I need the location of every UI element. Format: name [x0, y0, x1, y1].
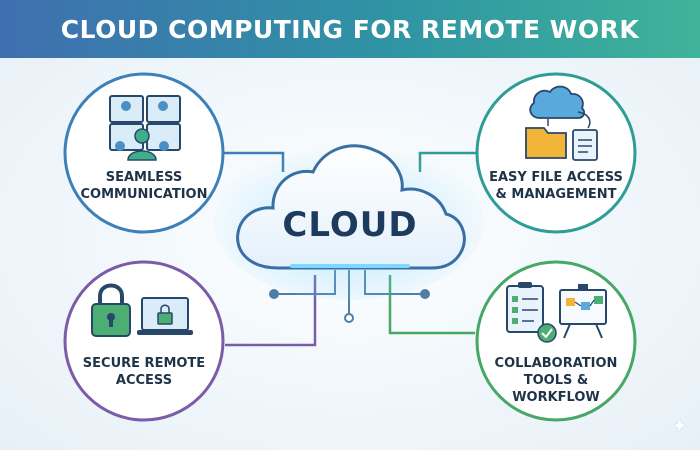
checklist-whiteboard-icon — [506, 282, 607, 343]
title-banner: CLOUD COMPUTING FOR REMOTE WORK — [0, 0, 700, 58]
label-communication-line1: SEAMLESS — [105, 170, 183, 185]
cloud-shape — [214, 144, 484, 300]
node-secure-access — [63, 260, 225, 422]
label-file-access-line1: EASY FILE ACCESS — [489, 170, 623, 185]
cloud-label: CLOUD — [282, 205, 418, 245]
label-secure-access-line2: ACCESS — [115, 373, 173, 388]
label-communication-line2: COMMUNICATION — [80, 187, 208, 202]
node-communication — [63, 72, 225, 234]
node-file-access — [475, 72, 637, 234]
label-communication: SEAMLESS COMMUNICATION — [74, 169, 214, 203]
label-collaboration-line2: TOOLS & WORKFLOW — [512, 373, 600, 405]
sparkle-icon: ✦ — [672, 416, 688, 437]
label-file-access: EASY FILE ACCESS & MANAGEMENT — [481, 169, 631, 203]
video-conference-icon — [109, 95, 181, 161]
label-collaboration-line1: COLLABORATION — [494, 356, 618, 371]
node-collaboration — [475, 260, 637, 422]
connector-secure-access — [225, 275, 317, 347]
label-secure-access-line1: SECURE REMOTE — [82, 356, 206, 371]
label-file-access-line2: & MANAGEMENT — [495, 187, 617, 202]
page-title: CLOUD COMPUTING FOR REMOTE WORK — [60, 14, 640, 44]
cloud-folder-icon — [525, 85, 598, 161]
padlock-laptop-icon — [91, 283, 193, 337]
label-collaboration: COLLABORATION TOOLS & WORKFLOW — [481, 355, 631, 406]
label-secure-access: SECURE REMOTE ACCESS — [74, 355, 214, 389]
